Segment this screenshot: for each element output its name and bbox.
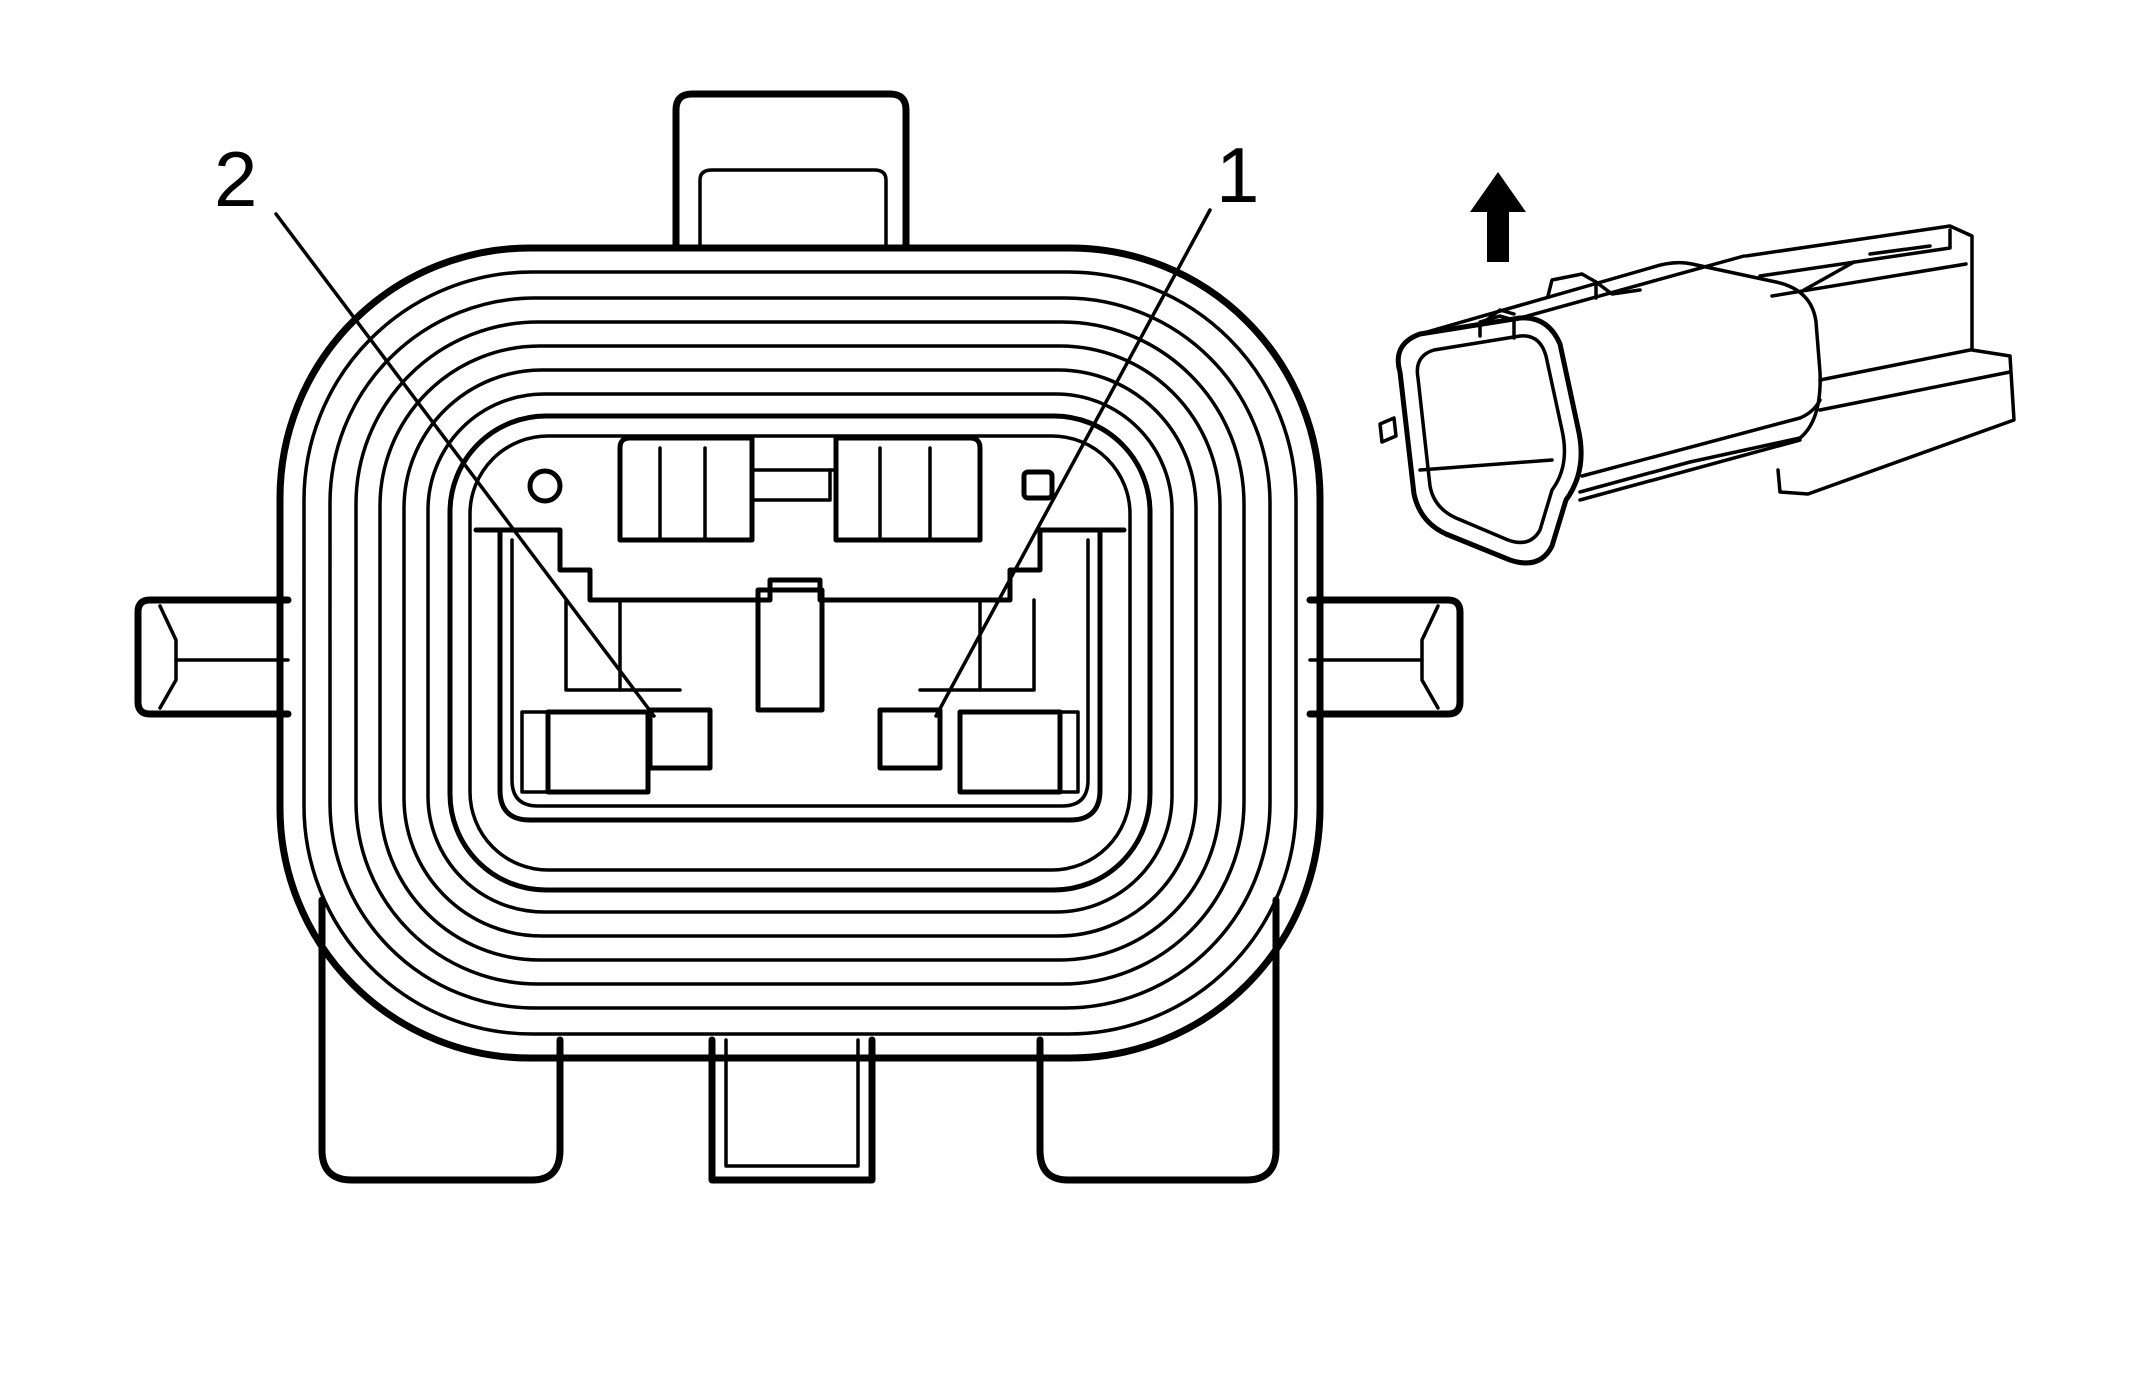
terminal-cavity bbox=[473, 435, 1127, 823]
left-side-ear bbox=[134, 596, 292, 718]
top-lock-tab bbox=[672, 90, 910, 252]
up-arrow-icon bbox=[1470, 172, 1526, 262]
connector-face: 2 1 bbox=[134, 90, 1464, 1184]
bottom-feet bbox=[318, 896, 1280, 1184]
center-post bbox=[755, 587, 825, 713]
callout-label-2: 2 bbox=[214, 135, 257, 223]
cavity-left-lower bbox=[545, 709, 651, 795]
callout-label-1: 1 bbox=[1216, 131, 1259, 219]
cavity-right-lower bbox=[957, 709, 1063, 795]
polarization-square bbox=[1021, 469, 1055, 501]
terminal-pin-2 bbox=[647, 707, 713, 771]
leader-line-2 bbox=[274, 212, 656, 718]
leader-line-1 bbox=[934, 208, 1212, 718]
terminal-pin-1 bbox=[877, 707, 943, 771]
polarization-circle bbox=[527, 468, 563, 504]
right-side-ear bbox=[1306, 596, 1464, 718]
seal-rings bbox=[276, 244, 1324, 1062]
connector-3d-view-icon bbox=[1378, 224, 2016, 566]
